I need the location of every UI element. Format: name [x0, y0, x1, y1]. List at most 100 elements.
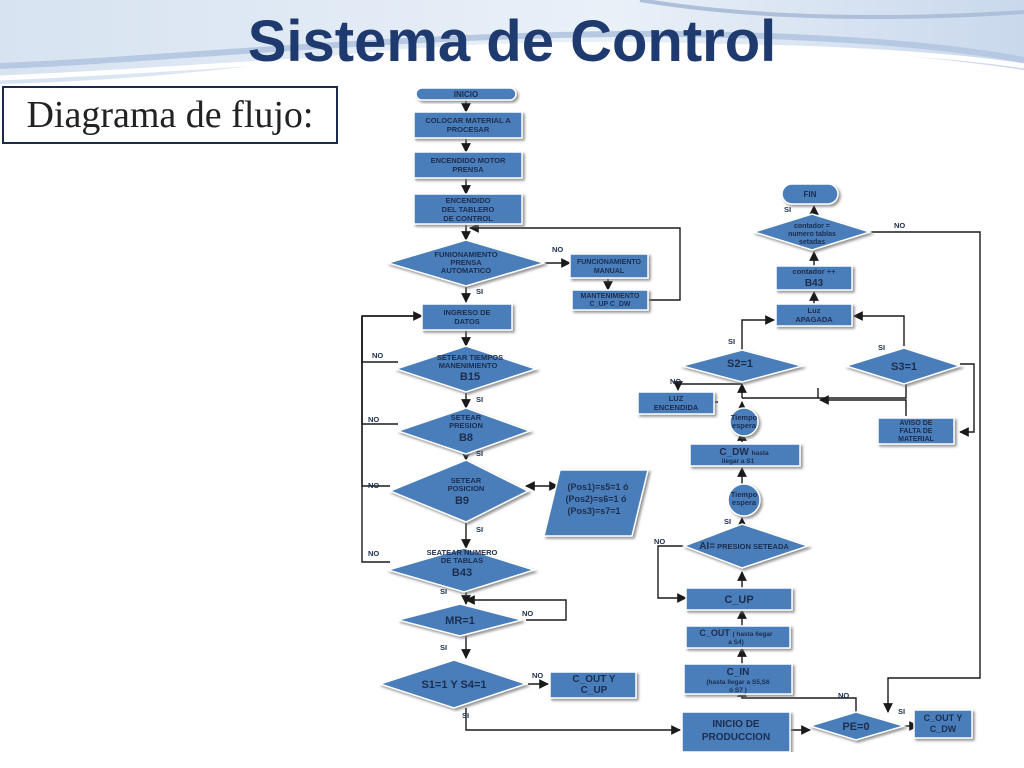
label-aviso-1: AVISO DE	[900, 420, 933, 427]
label-colocar-2: PROCESAR	[447, 125, 490, 134]
label-tiempos-2: MANENIMIENTO	[439, 361, 498, 370]
node-inicio	[415, 87, 517, 101]
label-no-tablas: NO	[368, 549, 379, 558]
label-manual-1: FUNCIONAMIENTO	[577, 259, 642, 266]
label-tablas-1: SEATEAR NUMERO	[427, 548, 498, 557]
node-tiempo-espera-upper	[729, 407, 759, 437]
node-encendido-motor	[413, 151, 523, 179]
label-no-func: NO	[552, 245, 563, 254]
label-no-ai: NO	[654, 537, 665, 546]
label-s2: S2=1	[727, 358, 753, 370]
node-mantenimiento	[571, 289, 649, 311]
flowchart: INICIO COLOCAR MATERIAL A PROCESAR ENCEN…	[358, 86, 988, 752]
node-colocar-material	[413, 111, 523, 139]
decision-setear-presion	[395, 407, 533, 455]
label-si-func: SI	[476, 287, 483, 296]
label-contador-1: contador ++	[793, 267, 837, 276]
node-cin	[683, 663, 793, 695]
node-cup	[685, 587, 793, 611]
decision-funcionamiento	[385, 239, 547, 287]
slide-title: Sistema de Control	[247, 9, 777, 74]
label-tiempos-1: SETEAR TIEMPOS	[437, 353, 503, 362]
label-luz-enc-2: ENCENDIDA	[654, 403, 699, 412]
label-inicio-prod-1: INICIO DE	[712, 719, 760, 730]
label-tablero-1: ENCENDIDO	[445, 196, 490, 205]
label-posicion-3: B9	[455, 495, 469, 507]
decision-s3	[843, 347, 963, 385]
node-ingreso-datos	[421, 303, 513, 331]
label-luz-enc-1: LUZ	[669, 394, 684, 403]
label-posicion-1: SETEAR	[451, 476, 482, 485]
label-cmp-2: numero tablas	[788, 231, 836, 238]
label-tablero-3: DE CONTROL	[443, 214, 493, 223]
label-si-s1s4: SI	[462, 711, 469, 720]
decision-s1-s4	[377, 659, 529, 709]
label-no-pe: NO	[838, 691, 849, 700]
label-presion-1: SETEAR	[451, 413, 482, 422]
label-si-mr: SI	[440, 643, 447, 652]
slide-subtitle: Diagrama de flujo:	[2, 86, 338, 144]
label-motor-2: PRENSA	[452, 165, 484, 174]
label-pos-1: (Pos1)=s5=1 ó	[567, 482, 629, 492]
label-luz-apag-1: Luz	[808, 306, 821, 315]
label-mr: MR=1	[445, 615, 475, 627]
label-tiempo-lower-1: Tiempo	[731, 490, 758, 499]
node-cout-cdw	[913, 709, 973, 739]
node-cout-cup	[549, 671, 637, 699]
label-si-s2: SI	[728, 337, 735, 346]
label-cdw-1: C_DW hasta	[719, 447, 769, 458]
label-cout-s4-2: a S4)	[728, 639, 744, 646]
node-encendido-tablero	[413, 193, 523, 225]
label-contador-2: B43	[805, 278, 824, 289]
label-aviso-3: MATERIAL	[898, 436, 934, 443]
label-cmp-1: contador =	[794, 223, 830, 230]
label-mant-2: C_UP C_DW	[589, 301, 630, 308]
label-tiempos-3: B15	[460, 371, 480, 383]
label-mant-1: MANTENIMIENTO	[581, 293, 641, 300]
node-fin	[781, 183, 839, 205]
node-funcionamiento-manual	[569, 253, 649, 279]
label-si-tiempos: SI	[476, 395, 483, 404]
branch-labels: NO SI NO SI NO SI NO SI NO SI NO SI NO S…	[368, 205, 905, 720]
label-tiempo-upper-1: Tiempo	[731, 413, 758, 422]
label-inicio-prod-2: PRODUCCION	[702, 732, 770, 743]
node-tiempo-espera-lower	[727, 483, 761, 517]
label-no-s2: NO	[670, 377, 681, 386]
label-si-s3: SI	[878, 343, 885, 352]
node-cdw	[689, 443, 801, 467]
label-presion-2: PRESION	[449, 421, 483, 430]
label-s3: S3=1	[891, 361, 917, 373]
node-luz-encendida	[637, 391, 715, 415]
label-pe: PE=0	[842, 721, 869, 733]
label-no-presion: NO	[368, 415, 379, 424]
label-aviso-2: FALTA DE	[900, 428, 933, 435]
decision-pe	[807, 711, 907, 741]
decision-ai-presion	[681, 523, 811, 569]
decision-setear-tiempos	[393, 345, 539, 393]
label-si-presion: SI	[476, 449, 483, 458]
label-cin-2: (hasta llegar a S5,S6	[706, 679, 770, 686]
label-cup: C_UP	[724, 594, 753, 606]
label-si-ai: SI	[724, 517, 731, 526]
label-cout-cdw-1: C_OUT Y	[924, 713, 963, 723]
label-tiempo-upper-2: espera	[732, 421, 757, 430]
label-manual-2: MANUAL	[594, 268, 625, 275]
decision-setear-tablas	[385, 547, 537, 593]
label-func-1: FUNIONAMIENTO	[434, 250, 497, 259]
label-pos-3: (Pos3)=s7=1	[567, 506, 620, 516]
label-ai: AI= PRESION SETEADA	[699, 541, 789, 552]
label-pos-2: (Pos2)=s6=1 ó	[565, 494, 627, 504]
label-motor-1: ENCENDIDO MOTOR	[431, 156, 506, 165]
label-inicio: INICIO	[454, 90, 478, 99]
label-tablero-2: DEL TABLERO	[442, 205, 495, 214]
label-cout-cdw-2: C_DW	[930, 724, 957, 734]
label-no-tiempos: NO	[372, 351, 383, 360]
label-presion-3: B8	[459, 432, 473, 444]
node-contador	[775, 265, 853, 291]
label-no-posicion: NO	[368, 481, 379, 490]
node-luz-apagada	[775, 303, 853, 327]
label-cout-cup-1: C_OUT Y	[572, 674, 615, 685]
label-tiempo-lower-2: espera	[732, 498, 757, 507]
label-cin-1: C_IN	[727, 667, 750, 678]
